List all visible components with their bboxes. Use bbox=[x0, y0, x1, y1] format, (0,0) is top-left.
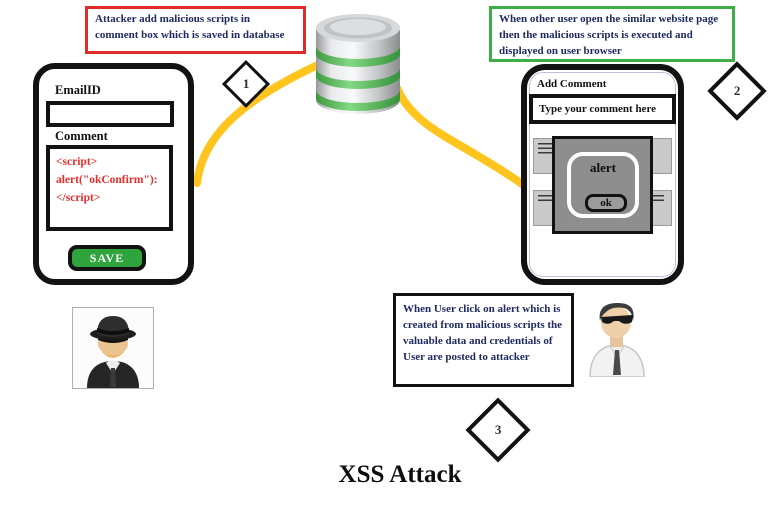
attacker-comment-form: EmailID Comment <script> alert("okConfir… bbox=[33, 63, 194, 285]
user-person-icon bbox=[589, 302, 645, 377]
script-open-tag: <script> bbox=[56, 156, 98, 168]
comment-label: Comment bbox=[55, 129, 108, 143]
step1-number: 1 bbox=[242, 76, 250, 91]
email-input[interactable] bbox=[46, 101, 174, 127]
step3-callout: When User click on alert which is create… bbox=[393, 293, 574, 387]
comment-text-input[interactable]: Type your comment here bbox=[529, 94, 676, 124]
database-icon bbox=[316, 14, 400, 114]
comment-input-with-script[interactable]: <script> alert("okConfirm"): </script> bbox=[46, 145, 173, 231]
step2-callout: When other user open the similar website… bbox=[489, 6, 735, 62]
alert-dialog: alert ok bbox=[567, 152, 639, 218]
save-button[interactable]: SAVE bbox=[68, 245, 146, 271]
step3-number: 3 bbox=[494, 422, 502, 437]
connector-form-to-database bbox=[193, 59, 326, 187]
attacker-spy-icon bbox=[72, 307, 154, 389]
script-close-tag: </script> bbox=[56, 191, 101, 204]
step2-number: 2 bbox=[733, 83, 741, 98]
page-title: XSS Attack bbox=[338, 461, 462, 488]
email-label: EmailID bbox=[55, 83, 101, 97]
script-alert-line: alert("okConfirm"): bbox=[56, 173, 158, 186]
browser-inner-frame bbox=[529, 72, 676, 277]
ok-button[interactable]: ok bbox=[585, 194, 627, 212]
add-comment-label: Add Comment bbox=[537, 78, 607, 90]
connector-database-to-browser bbox=[393, 84, 526, 188]
step1-callout: Attacker add malicious scripts in commen… bbox=[85, 6, 306, 54]
alert-title: alert bbox=[590, 160, 616, 175]
user-browser-page: Add Comment Type your comment here alert… bbox=[521, 64, 684, 285]
alert-popup-overlay: alert ok bbox=[552, 136, 653, 234]
